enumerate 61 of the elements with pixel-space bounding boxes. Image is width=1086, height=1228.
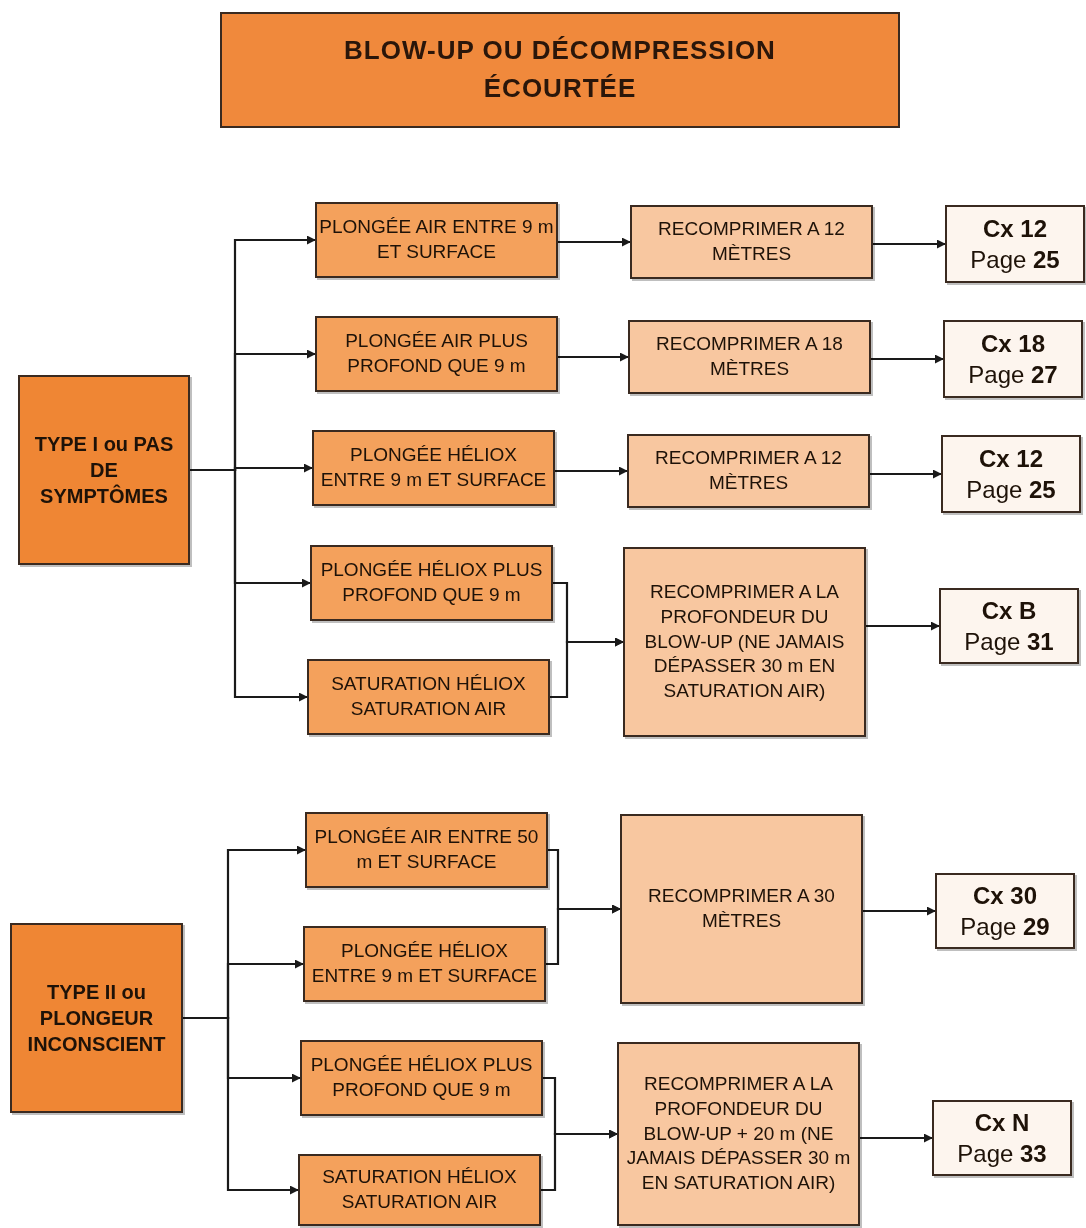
- dive-type-label: SATURATION HÉLIOX SATURATION AIR: [330, 672, 527, 721]
- table-reference-label: Cx 12 Page 25: [965, 443, 1057, 505]
- action-box: [620, 814, 863, 1004]
- dive-type-box: [312, 430, 555, 506]
- arrow: [871, 354, 944, 364]
- dive-type-box: [305, 812, 548, 888]
- action-label: RECOMPRIMER A LA PROFONDEUR DU BLOW-UP + 20 m (NE JAMAIS DÉPASSER 30 m EN SATURATION AIR): [625, 1072, 852, 1196]
- arrow: [870, 469, 942, 479]
- arrow: [541, 1129, 618, 1192]
- dive-type-box: [307, 659, 550, 735]
- dive-type-box: [315, 202, 558, 278]
- action-label: RECOMPRIMER A 12 MÈTRES: [657, 217, 846, 266]
- dive-type-box: [315, 316, 558, 392]
- arrow: [555, 466, 628, 476]
- table-reference-box: [935, 873, 1075, 949]
- dive-type-label: PLONGÉE AIR ENTRE 9 m ET SURFACE: [319, 215, 554, 264]
- action-box: [628, 320, 871, 394]
- action-label: RECOMPRIMER A 30 MÈTRES: [647, 884, 836, 933]
- dive-type-label: PLONGÉE HÉLIOX ENTRE 9 m ET SURFACE: [310, 939, 539, 988]
- category-label: TYPE II ou PLONGEUR INCONSCIENT: [26, 980, 167, 1057]
- action-label: RECOMPRIMER A 12 MÈTRES: [654, 446, 843, 495]
- action-label: RECOMPRIMER A 18 MÈTRES: [655, 332, 844, 381]
- table-reference-label: Cx N Page 33: [956, 1107, 1048, 1169]
- table-reference-box: [945, 205, 1085, 283]
- arrow: [873, 239, 946, 249]
- dive-type-box: [298, 1154, 541, 1226]
- dive-type-label: PLONGÉE AIR ENTRE 50 m ET SURFACE: [313, 825, 540, 874]
- dive-type-label: PLONGÉE AIR PLUS PROFOND QUE 9 m: [344, 329, 529, 378]
- action-label: RECOMPRIMER A LA PROFONDEUR DU BLOW-UP (NE JAMAIS DÉPASSER 30 m EN SATURATION AIR): [643, 580, 846, 704]
- arrow: [866, 621, 940, 631]
- dive-type-label: PLONGÉE HÉLIOX ENTRE 9 m ET SURFACE: [319, 443, 548, 492]
- action-box: [627, 434, 870, 508]
- arrow: [190, 468, 308, 702]
- arrow: [558, 352, 629, 362]
- action-box: [630, 205, 873, 279]
- dive-type-box: [300, 1040, 543, 1116]
- arrow: [183, 1016, 299, 1195]
- table-reference-label: Cx B Page 31: [963, 595, 1055, 657]
- category-box: [10, 923, 183, 1113]
- dive-type-label: PLONGÉE HÉLIOX PLUS PROFOND QUE 9 m: [309, 1053, 534, 1102]
- table-reference-box: [941, 435, 1081, 513]
- arrow: [546, 904, 621, 966]
- action-box: [623, 547, 866, 737]
- dive-type-box: [310, 545, 553, 621]
- arrow: [550, 637, 624, 699]
- action-box: [617, 1042, 860, 1226]
- table-reference-box: [943, 320, 1083, 398]
- table-reference-box: [932, 1100, 1072, 1176]
- arrow: [558, 237, 631, 247]
- arrow: [860, 1133, 933, 1143]
- table-reference-label: Cx 12 Page 25: [969, 213, 1061, 275]
- title-banner: BLOW-UP OU DÉCOMPRESSION ÉCOURTÉE: [220, 12, 900, 128]
- dive-type-box: [303, 926, 546, 1002]
- table-reference-box: [939, 588, 1079, 664]
- arrow: [863, 906, 936, 916]
- dive-type-label: PLONGÉE HÉLIOX PLUS PROFOND QUE 9 m: [319, 558, 544, 607]
- category-label: TYPE I ou PAS DE SYMPTÔMES: [34, 432, 174, 509]
- dive-type-label: SATURATION HÉLIOX SATURATION AIR: [321, 1165, 518, 1214]
- table-reference-label: Cx 18 Page 27: [967, 328, 1059, 390]
- table-reference-label: Cx 30 Page 29: [959, 880, 1051, 942]
- category-box: [18, 375, 190, 565]
